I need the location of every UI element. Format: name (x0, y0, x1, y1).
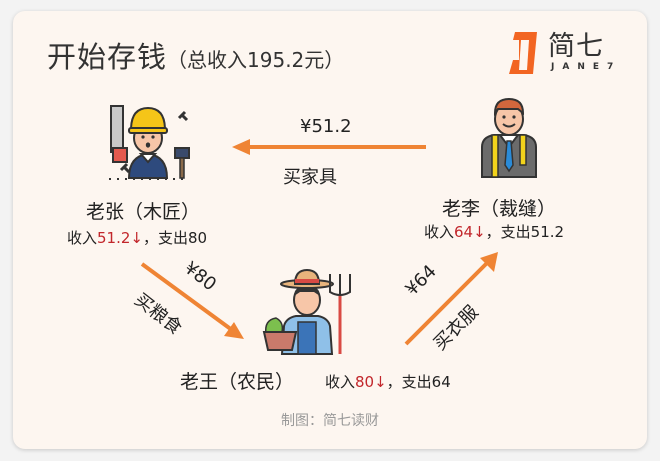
title-text: 开始存钱 (47, 40, 168, 74)
spend-label: ，支出51.2 (485, 223, 565, 241)
logo-text: 简七 (548, 31, 604, 62)
carpenter-icon (103, 100, 193, 182)
farmer-icon (262, 264, 354, 356)
arrow-li-to-zhang (232, 139, 426, 155)
logo-subtext: JANE7 (551, 62, 622, 72)
diagram-card (13, 11, 647, 449)
node-stats-zhang: 收入51.2↓，支出80 (67, 227, 207, 248)
income-value: 64↓ (454, 223, 486, 241)
income-value: 80↓ (355, 373, 387, 391)
flow-purpose-furniture: 买家具 (283, 167, 337, 188)
income-label: 收入 (67, 229, 98, 247)
spend-label: ，支出64 (386, 373, 451, 391)
brand-logo: 简七 JANE7 (507, 24, 637, 79)
subtitle: （总收入195.2元） (167, 48, 345, 72)
page-title: 开始存钱（总收入195.2元） (47, 34, 344, 76)
income-label: 收入 (325, 373, 356, 391)
node-name-zhang: 老张（木匠） (86, 201, 201, 223)
footer-credit: 制图：简七读财 (281, 413, 379, 429)
arrow-zhang-to-wang (140, 262, 244, 339)
income-label: 收入 (424, 223, 455, 241)
tailor-icon (478, 97, 540, 179)
spend-label: ，支出80 (142, 229, 208, 247)
income-value: 51.2↓ (97, 229, 143, 247)
node-stats-li: 收入64↓，支出51.2 (424, 221, 564, 242)
arrow-wang-to-li (404, 252, 498, 346)
logo-mark-icon (509, 32, 537, 74)
node-stats-wang: 收入80↓，支出64 (325, 371, 451, 392)
flow-amount-furniture: ¥51.2 (300, 116, 352, 137)
node-name-li: 老李（裁缝） (442, 198, 557, 220)
node-name-wang: 老王（农民） (180, 371, 295, 393)
